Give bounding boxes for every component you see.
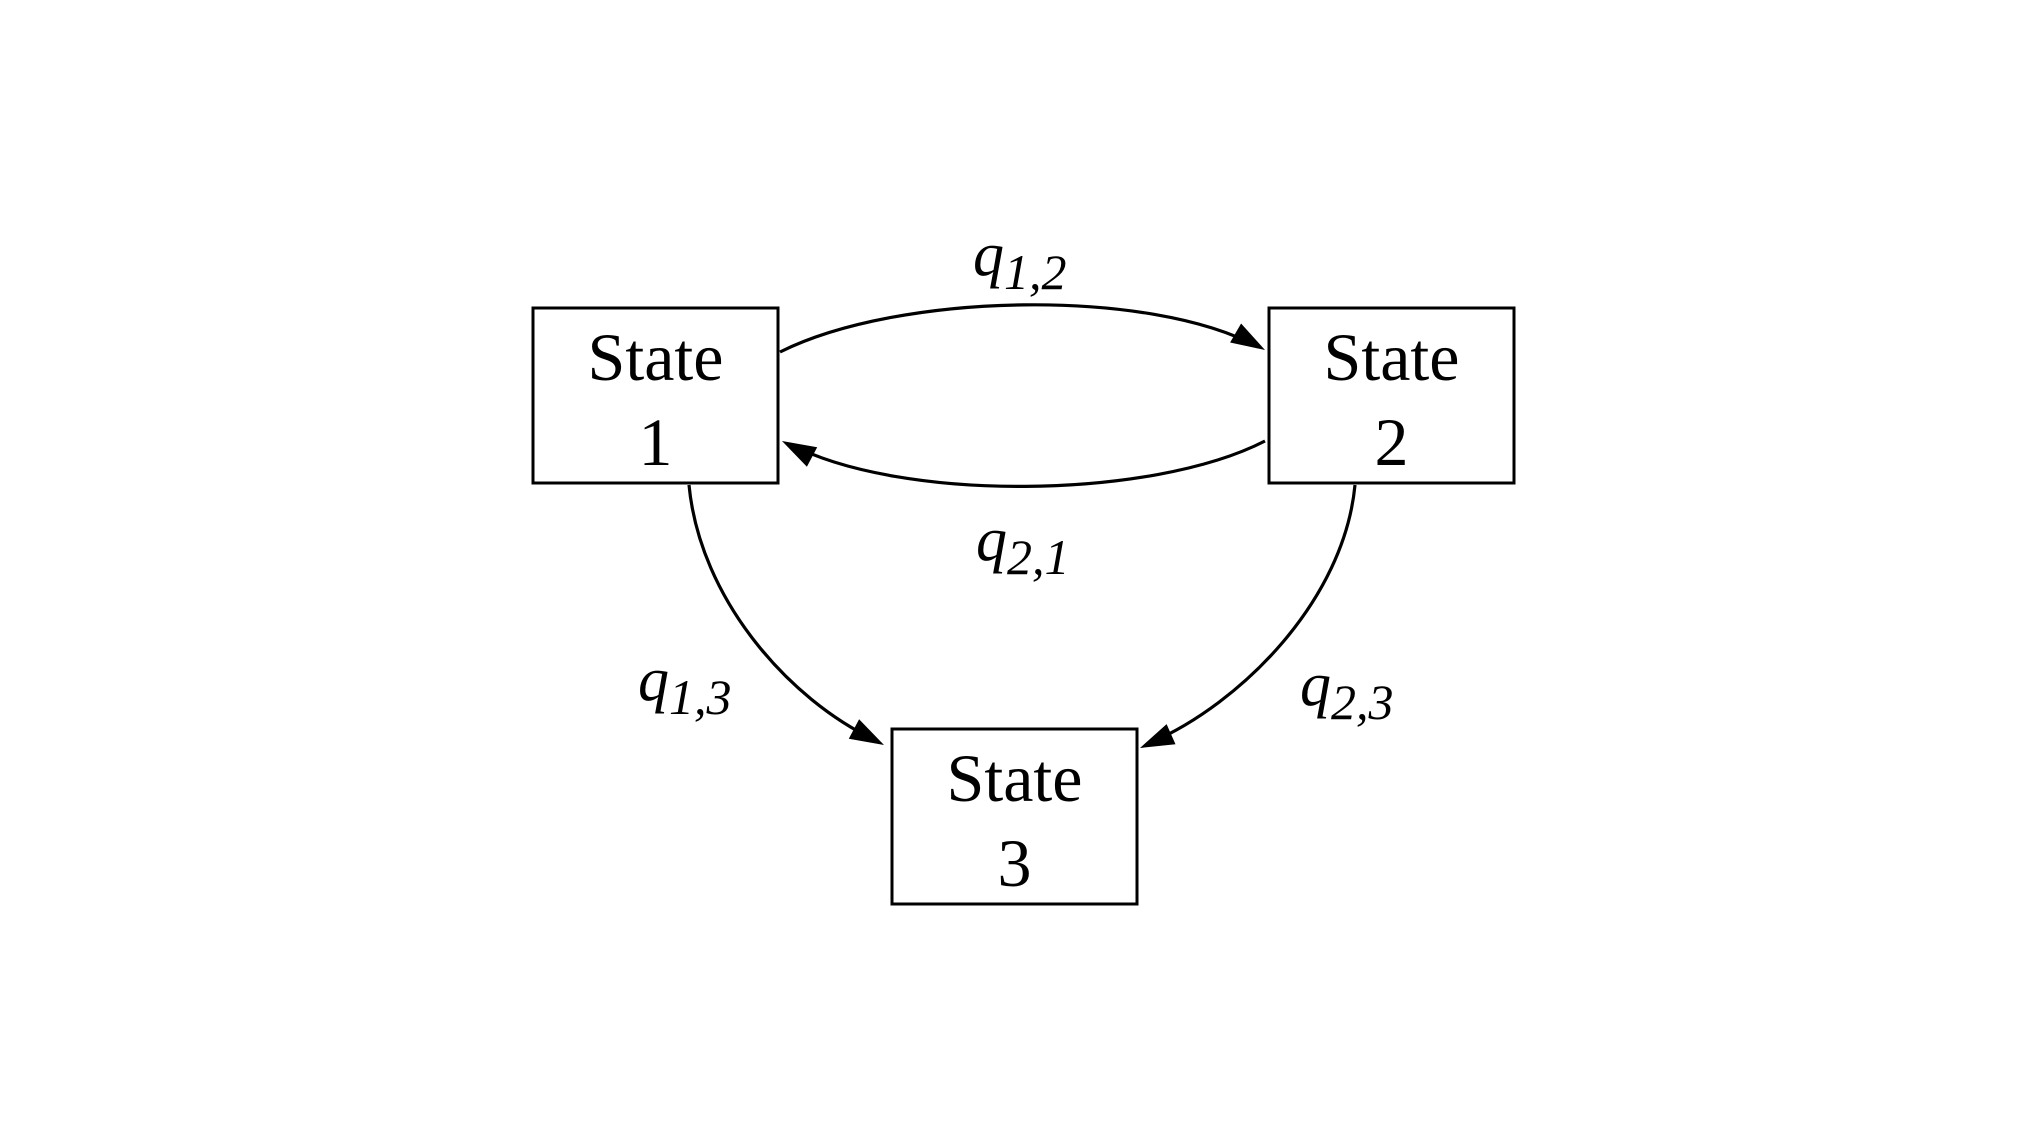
- rate-subscript: 1,2: [1004, 244, 1067, 300]
- arrow-head-icon: [782, 441, 818, 467]
- state-node-1[interactable]: State 1: [531, 306, 780, 485]
- transition-curve: [789, 439, 1266, 488]
- rate-symbol: q: [638, 646, 669, 714]
- state-label-line2: 3: [998, 825, 1032, 901]
- state-box: [531, 306, 780, 485]
- state-node-2[interactable]: State 2: [1267, 306, 1516, 485]
- state-label-line1: State: [588, 319, 724, 395]
- state-label-line1: State: [947, 740, 1083, 816]
- transition-q-2-1[interactable]: q2,1: [782, 439, 1266, 585]
- state-node-3[interactable]: State 3: [890, 727, 1139, 906]
- transition-edges: q1,2 q2,1 q1,3 q2: [638, 221, 1394, 748]
- rate-symbol: q: [973, 221, 1004, 289]
- arrow-head-icon: [848, 719, 884, 745]
- transition-curve: [779, 303, 1259, 354]
- transition-rate-label: q1,3: [638, 646, 732, 725]
- rate-subscript: 1,3: [669, 669, 732, 725]
- transition-q-1-2[interactable]: q1,2: [779, 221, 1265, 354]
- rate-symbol: q: [976, 506, 1007, 574]
- arrow-head-icon: [1140, 724, 1176, 748]
- state-nodes: State 1 State 2 State 3: [531, 306, 1516, 906]
- arrow-head-icon: [1230, 323, 1265, 350]
- state-label-line2: 2: [1375, 404, 1409, 480]
- transition-q-1-3[interactable]: q1,3: [638, 484, 884, 745]
- transition-curve: [1149, 484, 1357, 745]
- state-label-line2: 1: [639, 404, 673, 480]
- rate-symbol: q: [1300, 651, 1331, 719]
- transition-rate-label: q2,3: [1300, 651, 1394, 730]
- transition-rate-label: q2,1: [976, 506, 1070, 585]
- transition-curve: [687, 484, 876, 742]
- transition-q-2-3[interactable]: q2,3: [1140, 484, 1394, 748]
- transition-rate-label: q1,2: [973, 221, 1067, 300]
- state-box: [890, 727, 1139, 906]
- rate-subscript: 2,3: [1331, 674, 1394, 730]
- state-label-line1: State: [1324, 319, 1460, 395]
- state-box: [1267, 306, 1516, 485]
- rate-subscript: 2,1: [1007, 529, 1070, 585]
